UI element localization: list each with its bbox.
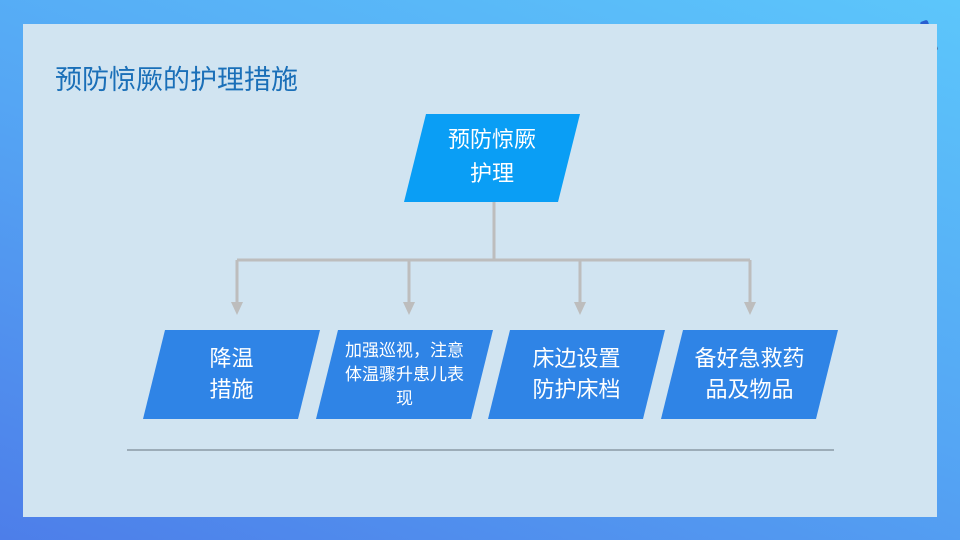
child-label: 降温 措施 (209, 346, 254, 403)
child-node-1: 降温 措施 (143, 330, 320, 419)
arrow-icon (574, 302, 586, 315)
child-label: 加强巡视，注意 体温骤升患儿表 现 (345, 340, 464, 409)
child-node-2: 加强巡视，注意 体温骤升患儿表 现 (316, 330, 493, 419)
child-label: 床边设置 防护床档 (532, 346, 621, 403)
content-panel (23, 24, 937, 517)
page-title: 预防惊厥的护理措施 (55, 65, 298, 96)
root-node: 预防惊厥 护理 (404, 114, 580, 202)
root-label: 预防惊厥 护理 (447, 128, 536, 187)
arrow-icon (231, 302, 243, 315)
child-node-3: 床边设置 防护床档 (488, 330, 665, 419)
child-label: 备好急救药 品及物品 (694, 346, 805, 403)
arrow-icon (403, 302, 415, 315)
child-node-4: 备好急救药 品及物品 (661, 330, 838, 419)
arrow-icon (744, 302, 756, 315)
